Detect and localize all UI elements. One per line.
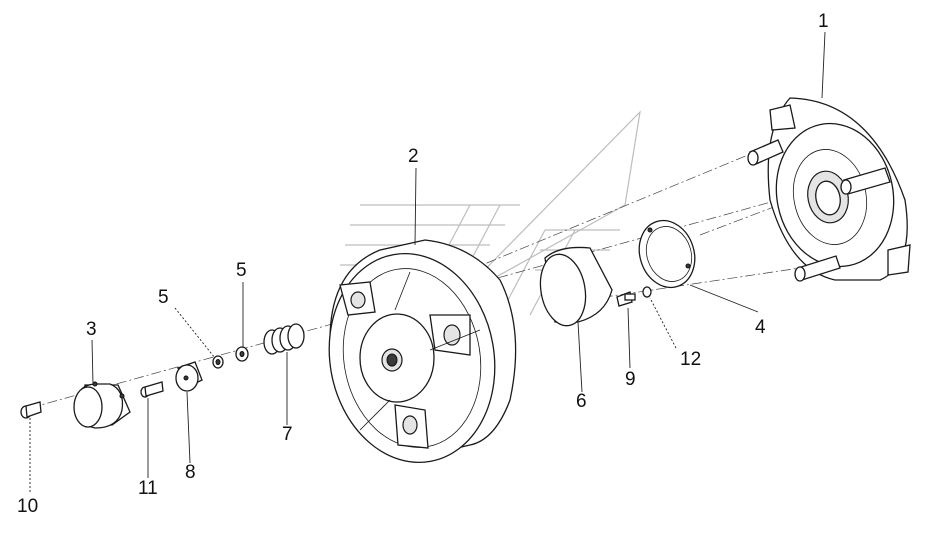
part-6-cylinder [539,246,613,327]
callout-7: 7 [282,424,293,445]
callout-9: 9 [625,369,636,390]
callout-5b: 5 [158,287,169,308]
callout-10: 10 [17,496,39,517]
callout-2: 2 [408,146,419,167]
callout-4: 4 [755,317,766,338]
callout-8: 8 [185,462,196,483]
part-2-housing [328,239,517,464]
leader-lines [29,31,826,492]
callout-1: 1 [818,11,829,32]
part-5-washer-small [212,355,224,369]
callout-5a: 5 [236,260,247,281]
part-10-screw [20,401,42,419]
part-9-bolt [616,291,636,307]
part-11-bolt [140,381,164,398]
callout-6: 6 [576,391,587,412]
part-12-washer [642,286,652,298]
callout-12: 12 [680,349,702,370]
part-8-disc [175,361,203,392]
part-5-washer-large [235,346,249,362]
part-7-spring [263,323,305,355]
part-4-cover-plate [638,219,696,289]
part-3-end-cap [73,381,131,429]
callout-11: 11 [138,478,158,499]
callout-3: 3 [86,319,97,340]
part-1-back-plate [747,97,911,282]
